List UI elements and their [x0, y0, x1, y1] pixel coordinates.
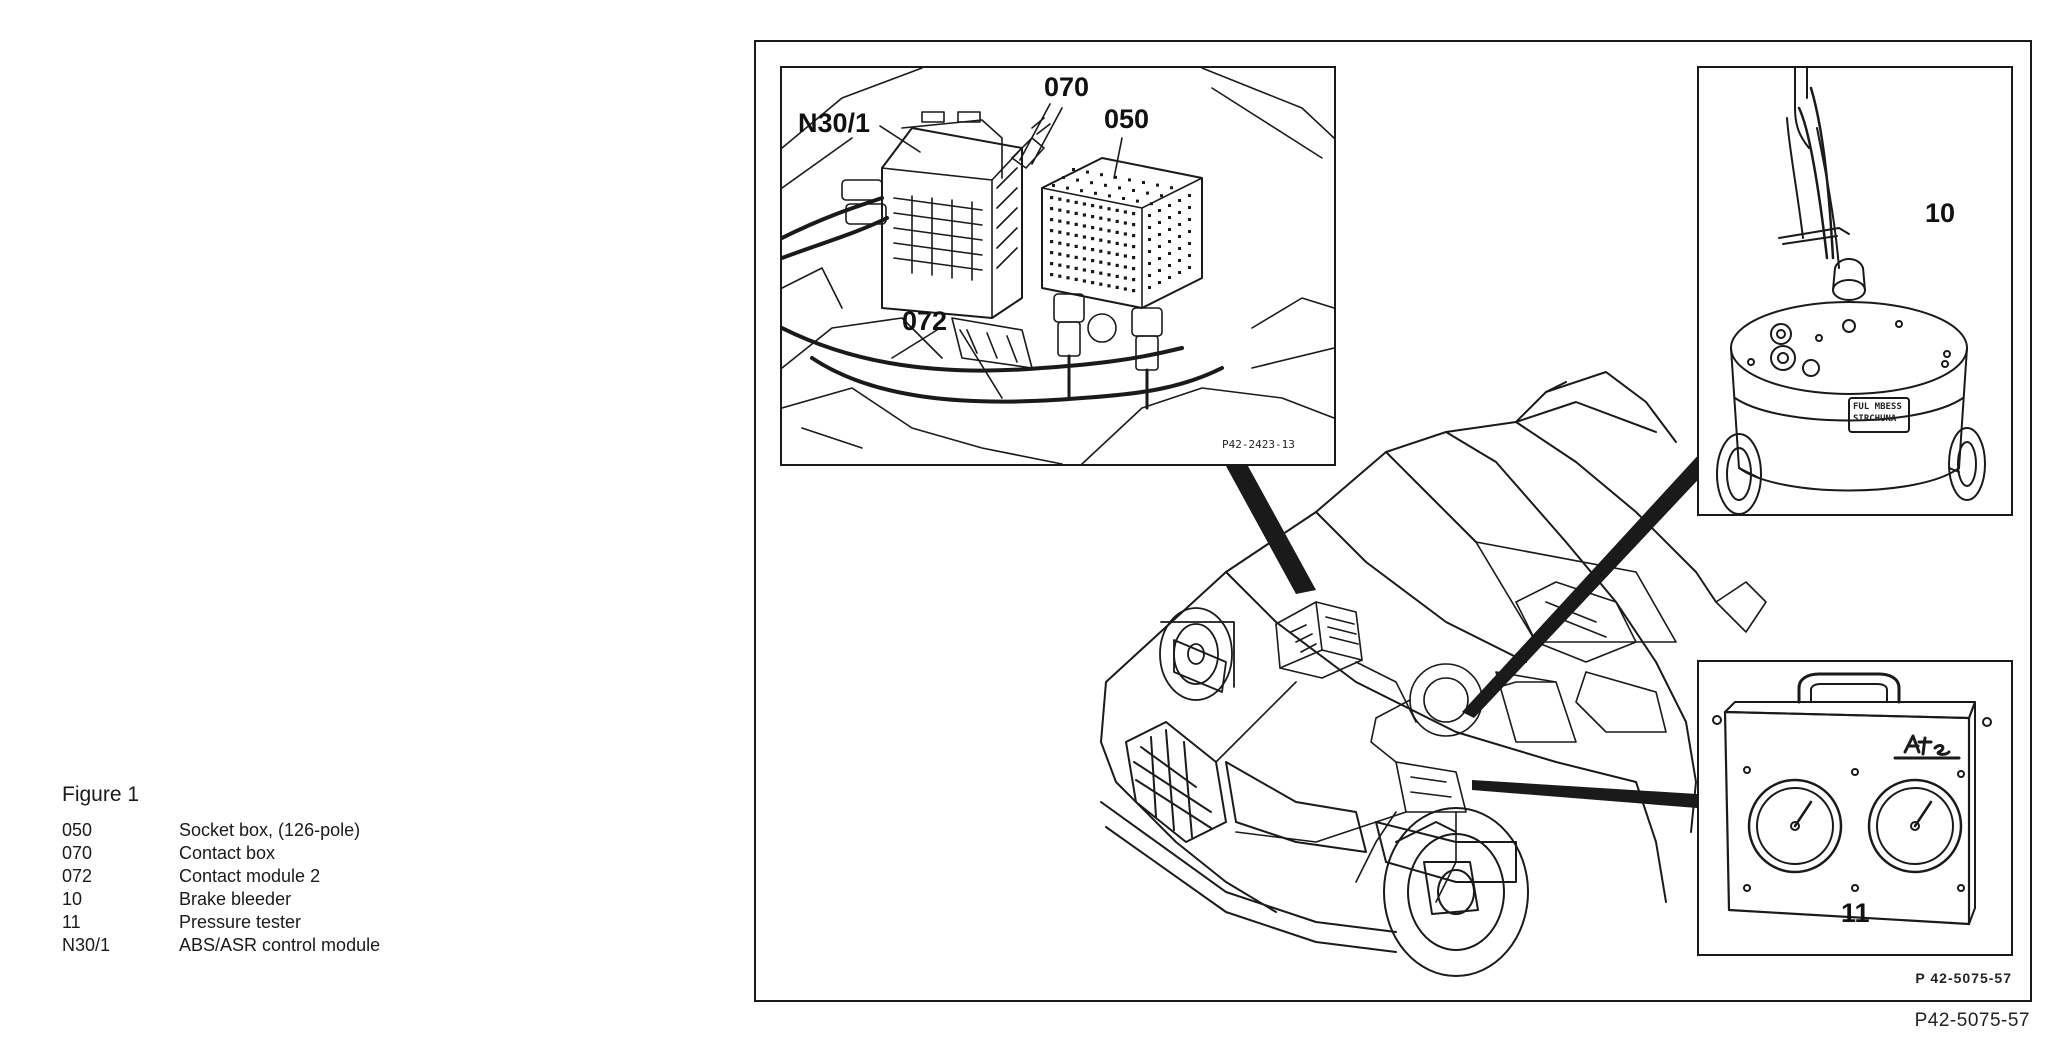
- legend-desc: Socket box, (126-pole): [179, 820, 361, 840]
- pointer-to-tester: [1472, 780, 1697, 808]
- legend-desc: Brake bleeder: [179, 889, 292, 909]
- figure-reference-code: P42-5075-57: [1914, 1010, 2030, 1031]
- front-right-wheel: [1383, 807, 1529, 977]
- car-illustration: [1100, 371, 1767, 977]
- callout-050: 050: [1104, 104, 1150, 134]
- pointer-to-control-module: [1226, 466, 1316, 594]
- legend-desc: Contact module 2: [179, 866, 321, 886]
- callout-070: 070: [1044, 72, 1090, 102]
- legend-code: 11: [62, 912, 81, 932]
- inset-pressure-tester: 11: [1697, 660, 2013, 956]
- car-body: [1100, 371, 1717, 953]
- legend-code: 050: [62, 820, 93, 840]
- legend-row-11: 11 Pressure tester: [62, 911, 522, 934]
- figure-frame: N30/1 070 050 072 P42-2423-13: [754, 40, 2032, 1002]
- figure-legend: Figure 1 050 Socket box, (126-pole) 070 …: [62, 783, 522, 957]
- tank-label-line2: SIRCHUNA: [1853, 414, 1897, 424]
- control-module-drawing: [782, 68, 1334, 464]
- pressure-tester-drawing: [1712, 672, 1992, 926]
- legend-code: 10: [62, 889, 83, 909]
- legend-row-n30-1: N30/1 ABS/ASR control module: [62, 934, 522, 957]
- legend-code: N30/1: [62, 935, 111, 955]
- callout-10: 10: [1925, 198, 1956, 228]
- tank-label-line1: FUL MBESS: [1853, 402, 1902, 412]
- callout-11: 11: [1841, 898, 1870, 928]
- inset-control-module: N30/1 070 050 072 P42-2423-13: [780, 66, 1336, 466]
- brake-bleeder-drawing: [1716, 68, 1986, 514]
- frame-code: P 42-5075-57: [1915, 970, 2012, 986]
- legend-row-10: 10 Brake bleeder: [62, 888, 522, 911]
- legend-title: Figure 1: [62, 783, 140, 806]
- legend-code: 070: [62, 843, 93, 863]
- inset-brake-bleeder: 10 FUL MBESS SIRCHUNA: [1697, 66, 2013, 516]
- engine-bay: [1215, 541, 1677, 903]
- front-left-brake: [1159, 607, 1235, 701]
- legend-desc: ABS/ASR control module: [179, 935, 381, 955]
- socket-pins: [1050, 168, 1191, 293]
- inset-code: P42-2423-13: [1222, 438, 1295, 451]
- legend-row-072: 072 Contact module 2: [62, 865, 522, 888]
- legend-desc: Contact box: [179, 843, 276, 863]
- side-mirror: [1715, 581, 1767, 633]
- legend-row-050: 050 Socket box, (126-pole): [62, 819, 522, 842]
- legend-desc: Pressure tester: [179, 912, 302, 932]
- pointer-to-bleeder: [1462, 438, 1726, 718]
- legend-row-070: 070 Contact box: [62, 842, 522, 865]
- callout-072: 072: [902, 306, 948, 336]
- callout-n30-1: N30/1: [798, 108, 871, 138]
- legend-code: 072: [62, 866, 93, 886]
